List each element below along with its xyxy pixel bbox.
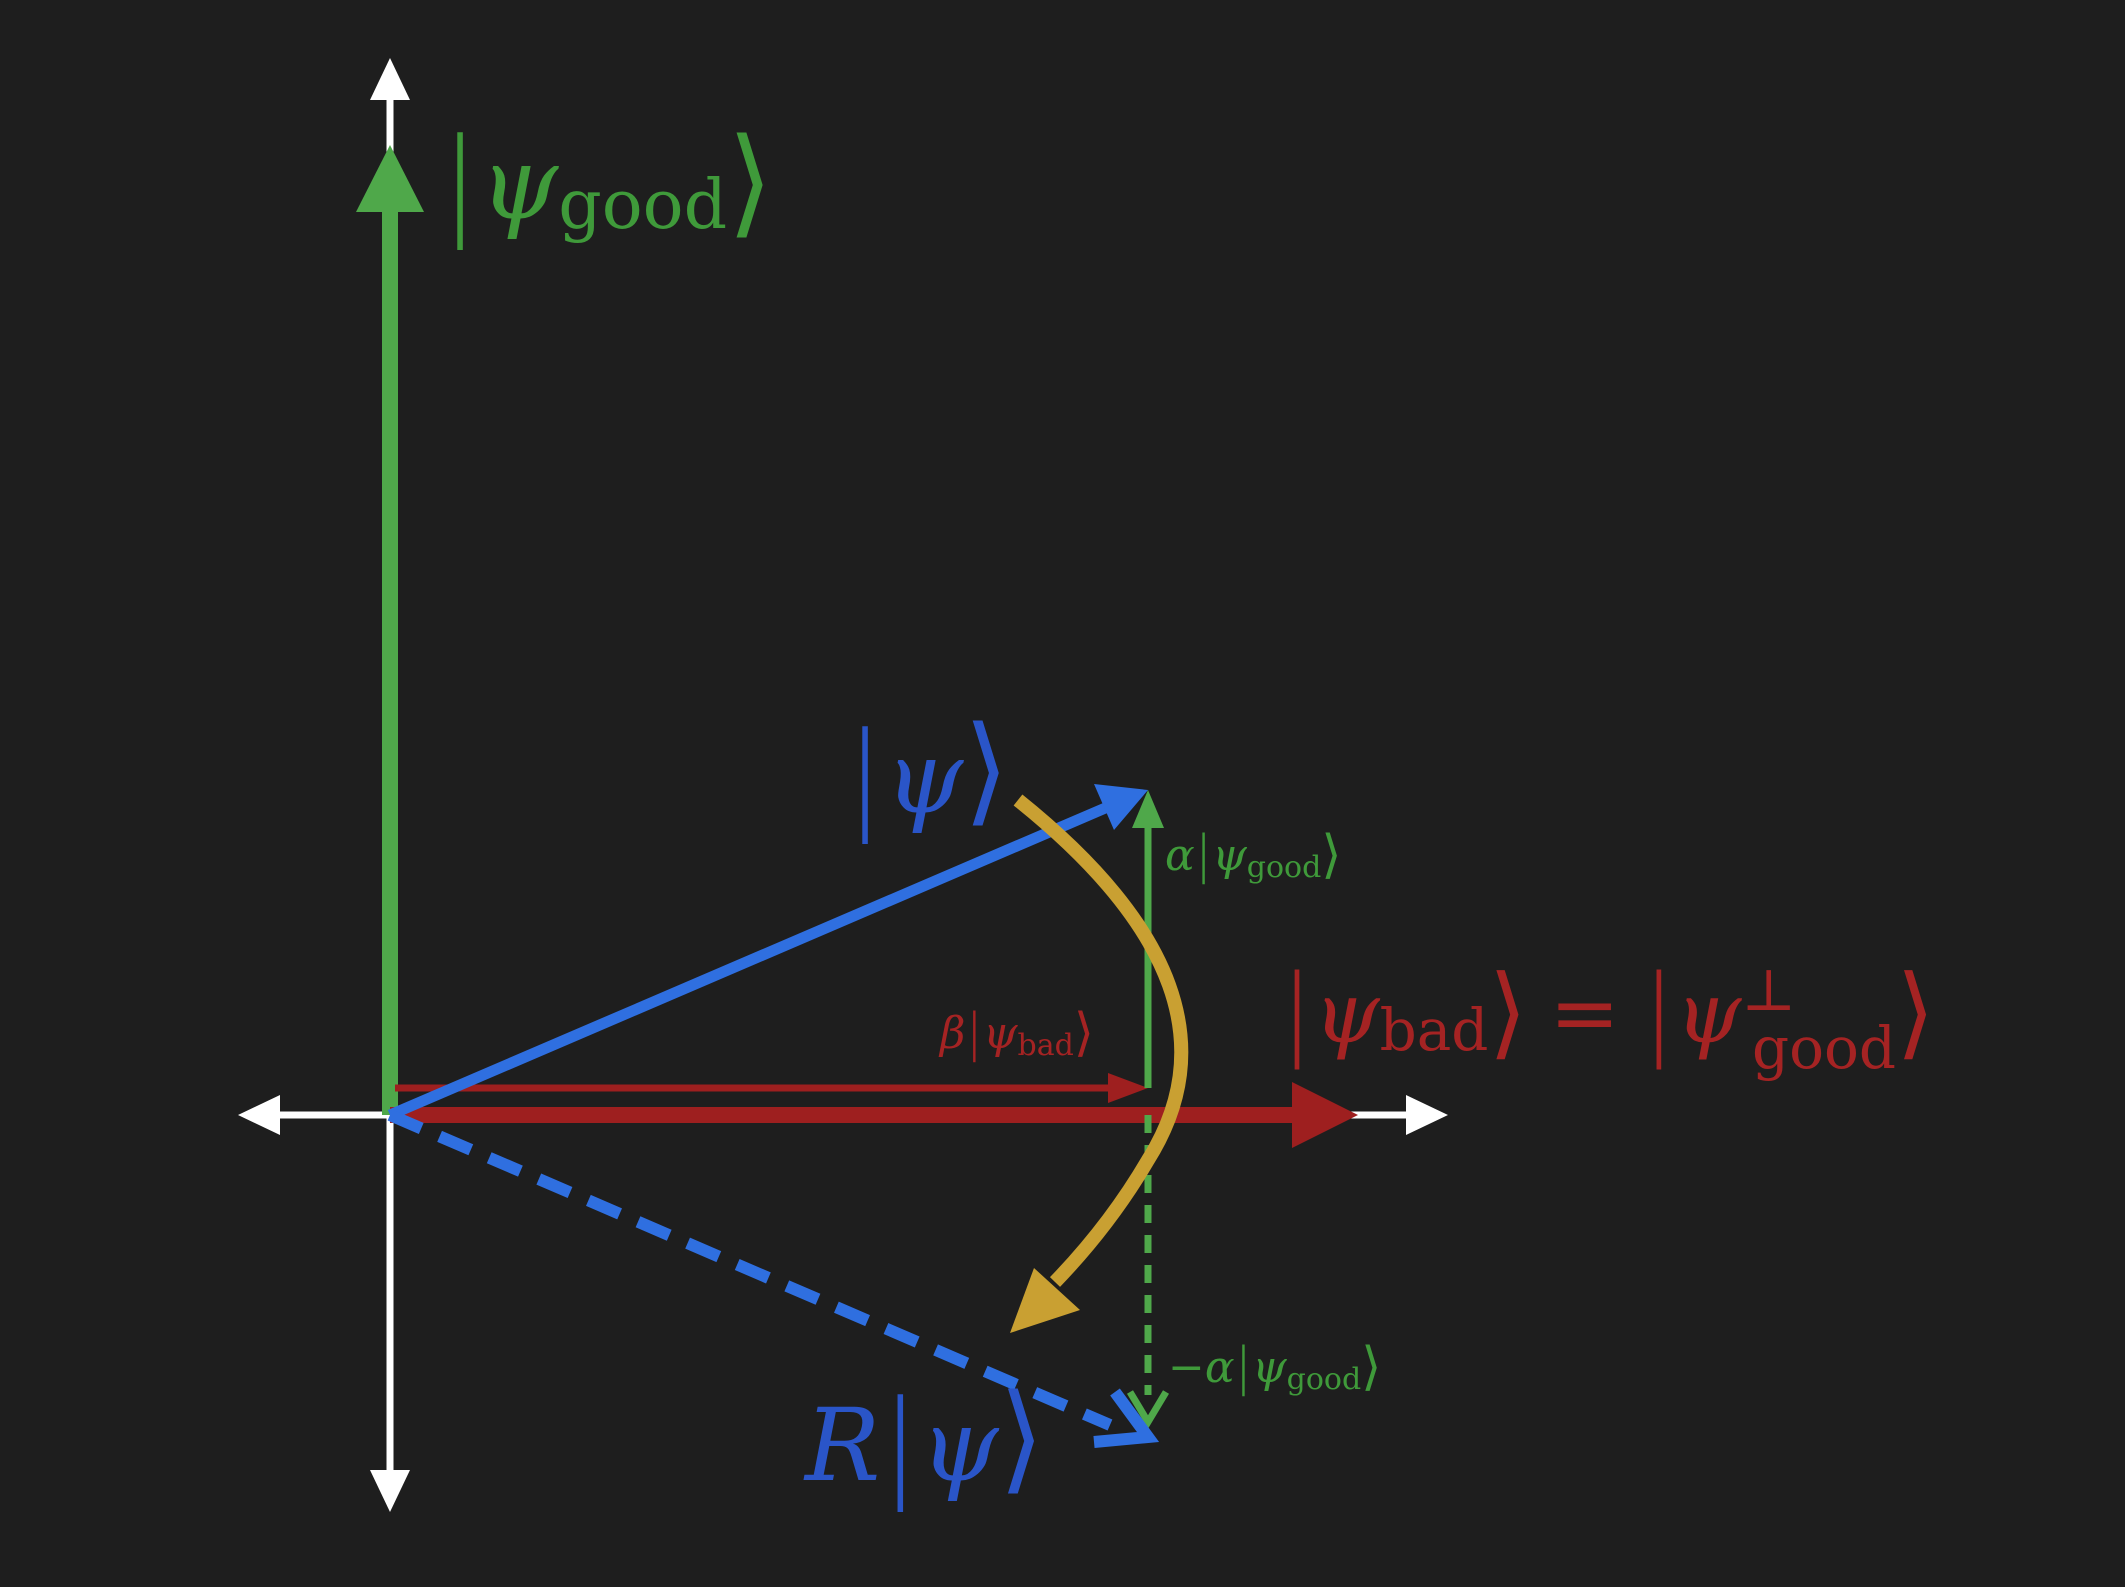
- psi-label: |ψ⟩: [845, 700, 1009, 844]
- curved-arrow-icon: [1013, 794, 1189, 1287]
- psi-bad-arrowhead-icon: [1292, 1082, 1358, 1148]
- psi-arrowhead-icon: [1094, 784, 1148, 830]
- alpha-good-label: α|ψgood⟩: [1165, 825, 1342, 885]
- r-psi-label: R|ψ⟩: [803, 1368, 1045, 1512]
- psi-state-vector: [387, 784, 1148, 1121]
- axes: [238, 58, 1448, 1512]
- rotation-arrowhead-icon: [1010, 1268, 1080, 1333]
- y-axis-bottom-arrowhead-icon: [370, 1470, 410, 1512]
- psi-bad-basis-vector: [390, 1082, 1358, 1148]
- psi-good-label: |ψgood⟩: [440, 112, 773, 250]
- x-axis-right-arrowhead-icon: [1406, 1095, 1448, 1135]
- y-axis-top-arrowhead-icon: [370, 58, 410, 100]
- psi-good-arrowhead-icon: [356, 145, 424, 212]
- psi-bad-equals-perp-label: |ψbad⟩=|ψ⊥good⟩: [1280, 953, 1935, 1082]
- neg-alpha-good-label: −α|ψgood⟩: [1168, 1337, 1381, 1397]
- alpha-good-arrowhead-icon: [1132, 790, 1164, 828]
- x-axis-left-arrowhead-icon: [238, 1095, 280, 1135]
- psi-good-basis-vector: [356, 145, 424, 1115]
- neg-alpha-good-arrowhead-icon: [1126, 1390, 1170, 1429]
- reflection-rotation-arrow: [1010, 794, 1189, 1333]
- beta-bad-component-vector: [395, 1073, 1148, 1103]
- r-psi-arrowhead-icon: [1093, 1388, 1160, 1448]
- beta-bad-label: β|ψbad⟩: [938, 1003, 1094, 1063]
- beta-bad-arrowhead-icon: [1108, 1073, 1148, 1103]
- r-psi-reflected-vector: [387, 1109, 1160, 1448]
